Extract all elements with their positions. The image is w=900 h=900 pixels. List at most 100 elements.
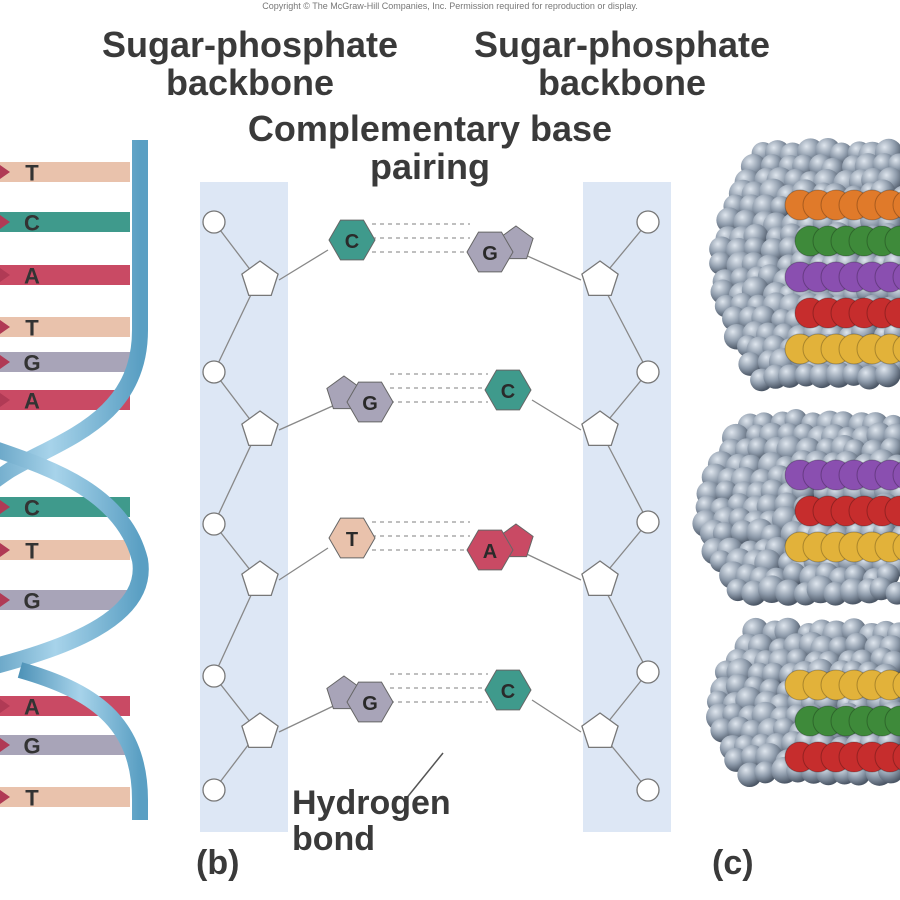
helix-base-letter: G [23,589,40,614]
helix-base-letter: T [25,539,39,564]
backbone-chains [202,210,660,802]
base-pair: TA [278,517,582,581]
glycosidic-bond-left [278,547,329,581]
phosphate-left [202,512,226,536]
helix-rung-arrow [0,593,10,607]
base-ring [328,219,376,261]
sugar-left [241,260,279,297]
phosphate-left [202,210,226,234]
helix-rung [0,212,130,232]
phosphate-right [636,360,660,384]
base-ring [346,381,394,423]
helix-rung-arrow [0,215,10,229]
base-pair: GC [278,369,582,431]
base-sphere [884,705,900,737]
base-letter: A [483,541,497,563]
hydrogen-bond-pointer [404,752,444,801]
base-sphere [874,333,900,365]
base-sphere [892,461,900,489]
base-sphere [892,671,900,699]
helix-rung [0,787,130,807]
sugar-right [581,560,619,597]
panel-label-b: (b) [196,844,240,882]
helix-rung-arrow [0,165,10,179]
atom-sphere [709,251,732,275]
base-sphere [884,225,900,257]
sugar-left [241,560,279,597]
base-letter: C [501,681,515,703]
atom-sphere [857,365,882,390]
atom-sphere [775,579,802,606]
base-sphere [884,297,900,329]
sugar-right [581,260,619,297]
phosphate-left [202,664,226,688]
helix-rung-arrow [0,500,10,514]
helix-strand-back [0,442,149,674]
helix-rung [0,162,130,182]
glycosidic-bond-right [531,699,582,733]
base-sphere [892,191,900,219]
helix-rung-arrow [0,268,10,282]
glycosidic-bond-right [531,399,582,431]
base-letter: G [482,243,498,265]
label-backbone-right: Sugar-phosphate backbone [432,26,812,102]
label-backbone-left-text: Sugar-phosphate backbone [101,24,398,103]
base-letter: C [345,231,359,253]
space-fill-segment [709,137,900,392]
phosphate-left [202,778,226,802]
glycosidic-bond-left [278,249,329,281]
base-ring [466,231,514,273]
base-sphere [892,743,900,771]
base-ring [484,369,532,411]
helix-strand-bottom [17,662,148,820]
helix-rung [0,590,130,610]
sugar-left [241,410,279,447]
helix-base-letter: A [24,389,40,414]
atom-sphere [754,761,777,784]
sugar-right [581,410,619,447]
base-ring [346,681,394,723]
helix-rung [0,735,130,755]
base-ring [466,529,514,571]
label-backbone-right-text: Sugar-phosphate backbone [473,24,770,103]
base-sphere [874,189,900,221]
helix-base-letter: T [25,316,39,341]
label-backbone-left: Sugar-phosphate backbone [60,26,440,102]
space-fill-segment [706,617,900,788]
sugar-left [241,712,279,749]
helix-rung [0,265,130,285]
base-sphere [874,531,900,563]
phosphate-right [636,660,660,684]
copyright-notice: Copyright © The McGraw-Hill Companies, I… [262,1,638,11]
helix-rung [0,352,130,372]
helix-base-letter: G [23,351,40,376]
base-sphere [892,335,900,363]
helix-base-letter: T [25,161,39,186]
base-sphere [874,741,900,773]
helix-base-letter: C [24,496,40,521]
base-sphere [884,495,900,527]
helix-base-letter: A [24,695,40,720]
phosphate-left [202,360,226,384]
helix-rung [0,317,130,337]
helix-rung [0,390,130,410]
helix-rung-arrow [0,320,10,334]
base-letter: G [362,693,378,715]
label-hydrogen-bond: Hydrogen bond [292,784,451,858]
base-sphere [874,261,900,293]
base-sphere [874,459,900,491]
base-sphere [892,533,900,561]
helix-base-letter: T [25,786,39,811]
helix-rung-arrow [0,699,10,713]
space-fill-segment [692,409,900,606]
helix-base-letter: G [23,734,40,759]
panel-label-c: (c) [712,844,754,882]
atom-sphere [777,364,802,388]
phosphate-right [636,210,660,234]
base-letter: T [346,529,358,551]
